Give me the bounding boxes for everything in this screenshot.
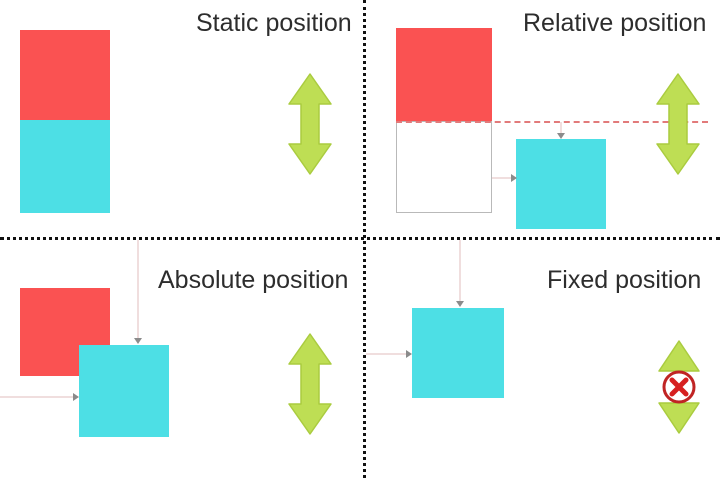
relative-offset-guide-line bbox=[396, 121, 708, 123]
static-red-box bbox=[20, 30, 110, 120]
relative-position-title: Relative position bbox=[523, 9, 707, 37]
static-cyan-box bbox=[20, 120, 110, 213]
fixed-vertical-connector bbox=[459, 240, 461, 302]
absolute-position-title: Absolute position bbox=[158, 266, 349, 294]
divider-horizontal bbox=[0, 237, 720, 240]
absolute-horizontal-connector bbox=[0, 396, 74, 398]
relative-red-box bbox=[396, 28, 492, 121]
double-arrow-vertical-icon bbox=[654, 72, 702, 176]
fixed-position-title: Fixed position bbox=[547, 266, 702, 294]
relative-ghost-origin-box bbox=[396, 121, 492, 213]
static-position-title: Static position bbox=[196, 9, 352, 37]
fixed-horizontal-connector bbox=[366, 353, 407, 355]
relative-horizontal-connector bbox=[492, 177, 516, 179]
absolute-vertical-arrowhead-icon bbox=[134, 338, 142, 344]
fixed-cyan-box bbox=[412, 308, 504, 398]
relative-horizontal-arrowhead-icon bbox=[511, 174, 517, 182]
divider-vertical bbox=[363, 0, 366, 478]
fixed-vertical-arrowhead-icon bbox=[456, 301, 464, 307]
double-arrow-blocked-icon bbox=[654, 337, 704, 437]
absolute-vertical-connector bbox=[137, 240, 139, 339]
relative-vertical-connector bbox=[560, 122, 562, 136]
relative-cyan-box bbox=[516, 139, 606, 229]
absolute-cyan-box bbox=[79, 345, 169, 437]
double-arrow-vertical-icon bbox=[286, 72, 334, 176]
fixed-horizontal-arrowhead-icon bbox=[406, 350, 412, 358]
relative-vertical-arrowhead-icon bbox=[557, 133, 565, 139]
double-arrow-vertical-icon bbox=[286, 332, 334, 436]
absolute-horizontal-arrowhead-icon bbox=[73, 393, 79, 401]
